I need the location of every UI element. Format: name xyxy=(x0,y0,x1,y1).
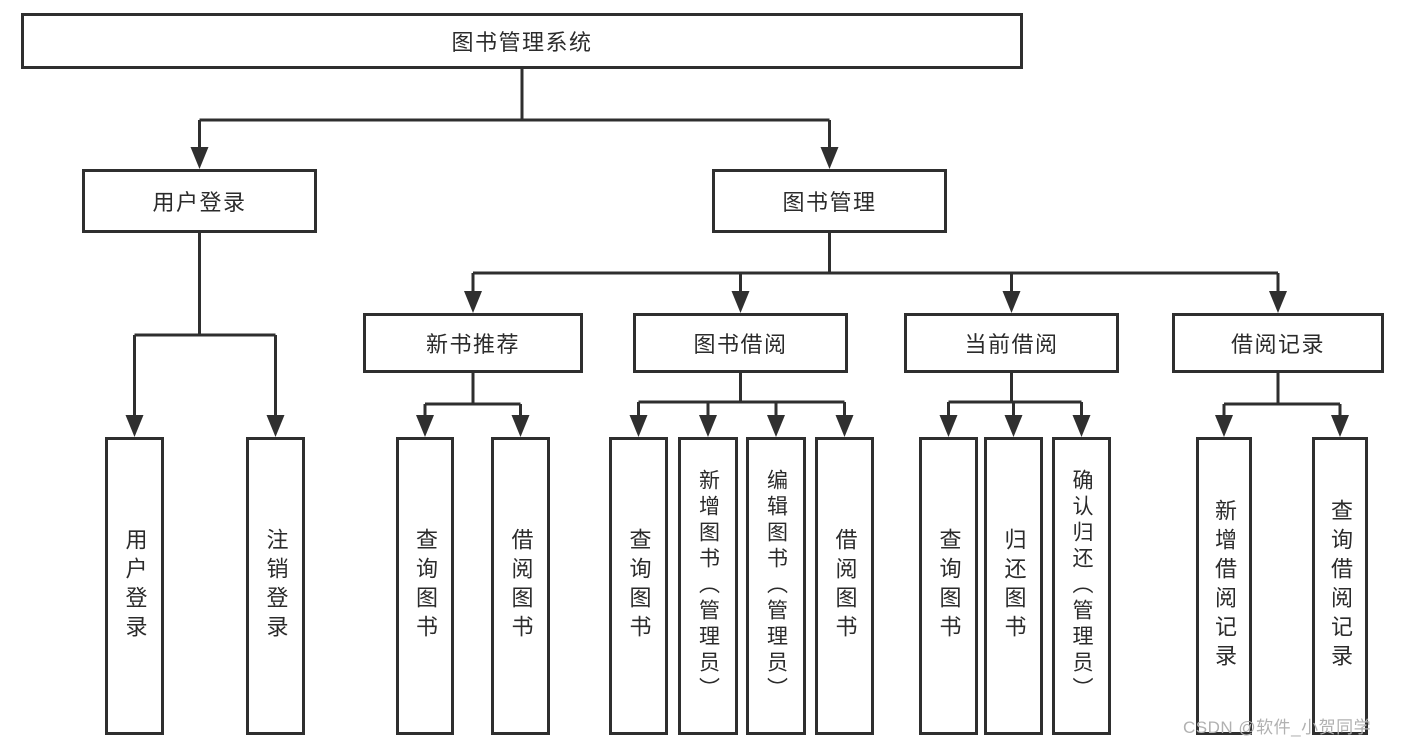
leaf-borrow-add-book: 新增图书（管理员） xyxy=(678,437,738,735)
leaf-newrec-borrow-book: 借阅图书 xyxy=(491,437,550,735)
leaf-borrow-edit-book: 编辑图书（管理员） xyxy=(746,437,806,735)
leaf-borrow-borrow-book: 借阅图书 xyxy=(815,437,874,735)
node-book-borrow: 图书借阅 xyxy=(633,313,848,373)
leaf-current-confirm-return: 确认归还（管理员） xyxy=(1052,437,1111,735)
leaf-newrec-borrow-book-label: 借阅图书 xyxy=(508,528,534,644)
leaf-current-query-book: 查询图书 xyxy=(919,437,978,735)
leaf-newrec-query-book-label: 查询图书 xyxy=(413,528,438,644)
connector-current-borrow-children xyxy=(939,373,1091,437)
leaf-current-query-book-label: 查询图书 xyxy=(936,528,962,644)
leaf-logout-label: 注销登录 xyxy=(263,528,289,644)
leaf-current-confirm-return-label: 确认归还（管理员） xyxy=(1070,469,1093,703)
connector-root-to-level2 xyxy=(190,69,839,169)
leaf-borrow-add-book-label: 新增图书（管理员） xyxy=(696,469,720,703)
node-borrow-records-label: 借阅记录 xyxy=(1230,332,1325,357)
connector-borrow-records-children xyxy=(1215,373,1349,437)
leaf-user-login: 用户登录 xyxy=(105,437,164,735)
connector-new-book-recommend-children xyxy=(416,373,530,437)
leaf-record-add-label: 新增借阅记录 xyxy=(1212,499,1237,673)
node-book-management: 图书管理 xyxy=(712,169,947,233)
leaf-borrow-query-book-label: 查询图书 xyxy=(626,528,652,644)
leaf-record-query-label: 查询借阅记录 xyxy=(1328,499,1353,673)
node-user-login-label: 用户登录 xyxy=(152,190,247,215)
csdn-watermark: CSDN @软件_小贺同学 xyxy=(1183,718,1372,737)
connector-user-login-children xyxy=(125,233,285,437)
leaf-newrec-query-book: 查询图书 xyxy=(396,437,454,735)
leaf-borrow-query-book: 查询图书 xyxy=(609,437,668,735)
node-current-borrow: 当前借阅 xyxy=(904,313,1119,373)
leaf-record-query: 查询借阅记录 xyxy=(1312,437,1368,735)
connector-book-borrow-children xyxy=(629,373,854,437)
node-current-borrow-label: 当前借阅 xyxy=(964,332,1059,357)
node-book-borrow-label: 图书借阅 xyxy=(693,332,788,357)
node-user-login: 用户登录 xyxy=(82,169,317,233)
leaf-user-login-label: 用户登录 xyxy=(122,528,148,644)
node-book-management-label: 图书管理 xyxy=(782,190,877,215)
node-borrow-records: 借阅记录 xyxy=(1172,313,1384,373)
leaf-current-return-book-label: 归还图书 xyxy=(1001,528,1027,644)
leaf-record-add: 新增借阅记录 xyxy=(1196,437,1252,735)
leaf-current-return-book: 归还图书 xyxy=(984,437,1043,735)
connector-book-management-to-level3 xyxy=(464,233,1287,313)
leaf-borrow-edit-book-label: 编辑图书（管理员） xyxy=(764,469,788,703)
node-root-system-label: 图书管理系统 xyxy=(451,30,593,55)
node-new-book-recommend: 新书推荐 xyxy=(363,313,583,373)
leaf-logout: 注销登录 xyxy=(246,437,305,735)
leaf-borrow-borrow-book-label: 借阅图书 xyxy=(832,528,858,644)
node-new-book-recommend-label: 新书推荐 xyxy=(425,332,520,357)
node-root-system: 图书管理系统 xyxy=(21,13,1023,69)
